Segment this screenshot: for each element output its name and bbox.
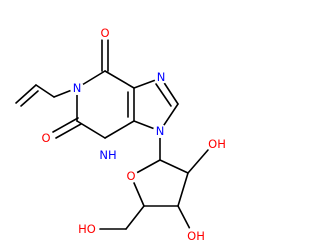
bond-c2prime-oh xyxy=(187,149,209,174)
hydroxyl-label-c3prime: OH xyxy=(187,229,205,243)
bond-c4prime-c5prime xyxy=(125,205,145,230)
nitrogen-label-n7: N xyxy=(157,70,166,84)
bond-c3prime-oh xyxy=(177,205,191,230)
bond-n7-c8-b xyxy=(155,83,172,107)
bond-c2prime-c1prime xyxy=(159,159,189,174)
bond-c5-c6 xyxy=(104,70,135,89)
nitrogen-label-n1: N xyxy=(73,81,82,95)
molecule-structure: O O N NH N N O OH OH HO xyxy=(15,26,227,246)
bond-c2-o2-b xyxy=(55,123,82,139)
nitrogen-label-n3: NH xyxy=(99,148,116,162)
bond-n3-c4 xyxy=(104,120,135,139)
bond-allyl-double-b xyxy=(20,90,39,107)
oxygen-label-ring: O xyxy=(126,169,135,183)
oxygen-label-c6: O xyxy=(100,26,109,40)
bond-c3prime-c2prime xyxy=(177,172,189,207)
hydroxyl-label-c5prime: HO xyxy=(78,222,96,236)
bond-allyl-single xyxy=(35,84,55,98)
bond-allyl-double-a xyxy=(15,84,37,104)
bond-c2-o2-a xyxy=(52,117,79,133)
oxygen-label-c2: O xyxy=(41,131,50,145)
hydroxyl-label-c2prime: OH xyxy=(208,137,226,151)
bond-layer xyxy=(15,39,209,230)
atom-label-layer: O O N NH N N O OH OH HO xyxy=(39,26,227,246)
nitrogen-label-n9: N xyxy=(156,124,165,138)
